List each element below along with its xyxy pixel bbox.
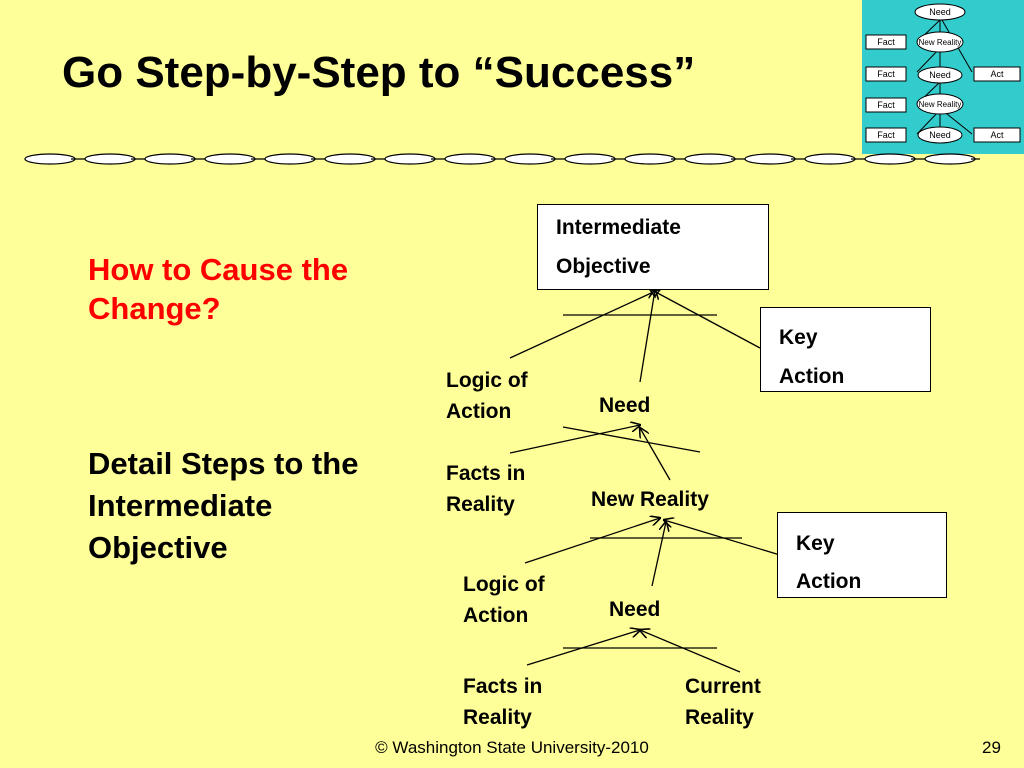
thumb-node-new-reality [916, 31, 964, 53]
arrow-logic-to-newreality [524, 518, 660, 564]
thumb-text: Act [990, 130, 1004, 140]
arrow-newreality-to-need [640, 428, 671, 481]
thumb-node-fact [865, 66, 907, 82]
objective-line-1: Intermediate [556, 216, 681, 239]
thumb-text: Need [929, 7, 951, 17]
copyright-footer: © Washington State University-2010 [375, 738, 649, 757]
chain-link [384, 153, 436, 165]
arrow-keyaction-to-objective [650, 289, 761, 349]
need-bottom: Need [609, 598, 661, 621]
logic-of-action-top: Logic of Action [446, 369, 528, 423]
chain-link [84, 153, 136, 165]
thumb-text: Need [929, 130, 951, 140]
thumb-node-need [917, 126, 963, 144]
arrow-facts-to-need-bottom [526, 630, 640, 666]
chain-link [864, 153, 916, 165]
and-bar-need [562, 426, 701, 453]
logic-of-action-bottom: Logic of Action [463, 573, 545, 627]
page-number: 29 [982, 738, 1001, 757]
chain-link [264, 153, 316, 165]
thumb-text: Fact [877, 37, 895, 47]
thumb-node-act [973, 66, 1021, 82]
arrow-keyaction-to-newreality [664, 520, 781, 556]
chain-divider [24, 153, 980, 165]
chain-link [924, 153, 976, 165]
thumb-node-act [973, 127, 1021, 143]
key-action-line-2: Action [779, 365, 845, 388]
chain-link [24, 153, 76, 165]
facts-in-reality-bottom: Facts in Reality [463, 675, 543, 729]
new-reality-label: New Reality [591, 488, 709, 511]
slide-title: Go Step-by-Step to “Success” [62, 48, 696, 97]
key-action-box-bottom: Key Action [777, 512, 947, 598]
thumb-node-fact [865, 127, 907, 143]
chain-link [564, 153, 616, 165]
need-top: Need [599, 394, 651, 417]
intermediate-objective-box: Intermediate Objective [537, 204, 769, 290]
objective-line-2: Objective [556, 255, 651, 278]
thumb-node-fact [865, 34, 907, 50]
key-action-line-2: Action [796, 570, 862, 593]
thumb-text: Need [929, 70, 951, 80]
thumb-text: New Reality [919, 38, 962, 47]
side-heading: How to Cause the Change? [88, 252, 349, 326]
thumb-text: New Reality [919, 100, 962, 109]
key-action-line-1: Key [779, 326, 818, 349]
facts-in-reality-top: Facts in Reality [446, 462, 526, 516]
chain-link [324, 153, 376, 165]
arrow-need-to-objective [639, 290, 655, 383]
key-action-line-1: Key [796, 532, 835, 555]
thumb-text: Fact [877, 69, 895, 79]
side-body: Detail Steps to the Intermediate Objecti… [88, 446, 359, 565]
chain-link [204, 153, 256, 165]
chain-link [504, 153, 556, 165]
arrow-current-to-need [640, 630, 741, 673]
thumb-node-new-reality [916, 93, 964, 115]
chain-link [804, 153, 856, 165]
chain-link [684, 153, 736, 165]
thumb-text: Fact [877, 100, 895, 110]
thumbnail-diagram: Need Fact New Reality Fact Need Act Fact… [862, 0, 1024, 154]
thumbnail-svg: Need Fact New Reality Fact Need Act Fact… [865, 3, 1021, 144]
key-action-box-top: Key Action [760, 307, 931, 392]
chain-link [744, 153, 796, 165]
thumb-node-need [914, 3, 966, 21]
current-reality-label: Current Reality [685, 675, 761, 729]
thumb-node-fact [865, 97, 907, 113]
thumb-node-need [917, 66, 963, 84]
chain-link [624, 153, 676, 165]
chain-link [144, 153, 196, 165]
thumb-text: Act [990, 69, 1004, 79]
arrow-facts-to-need [509, 425, 640, 454]
arrow-need-to-newreality [651, 522, 666, 587]
chain-link [444, 153, 496, 165]
arrow-logic-to-objective [509, 289, 660, 359]
thumb-text: Fact [877, 130, 895, 140]
